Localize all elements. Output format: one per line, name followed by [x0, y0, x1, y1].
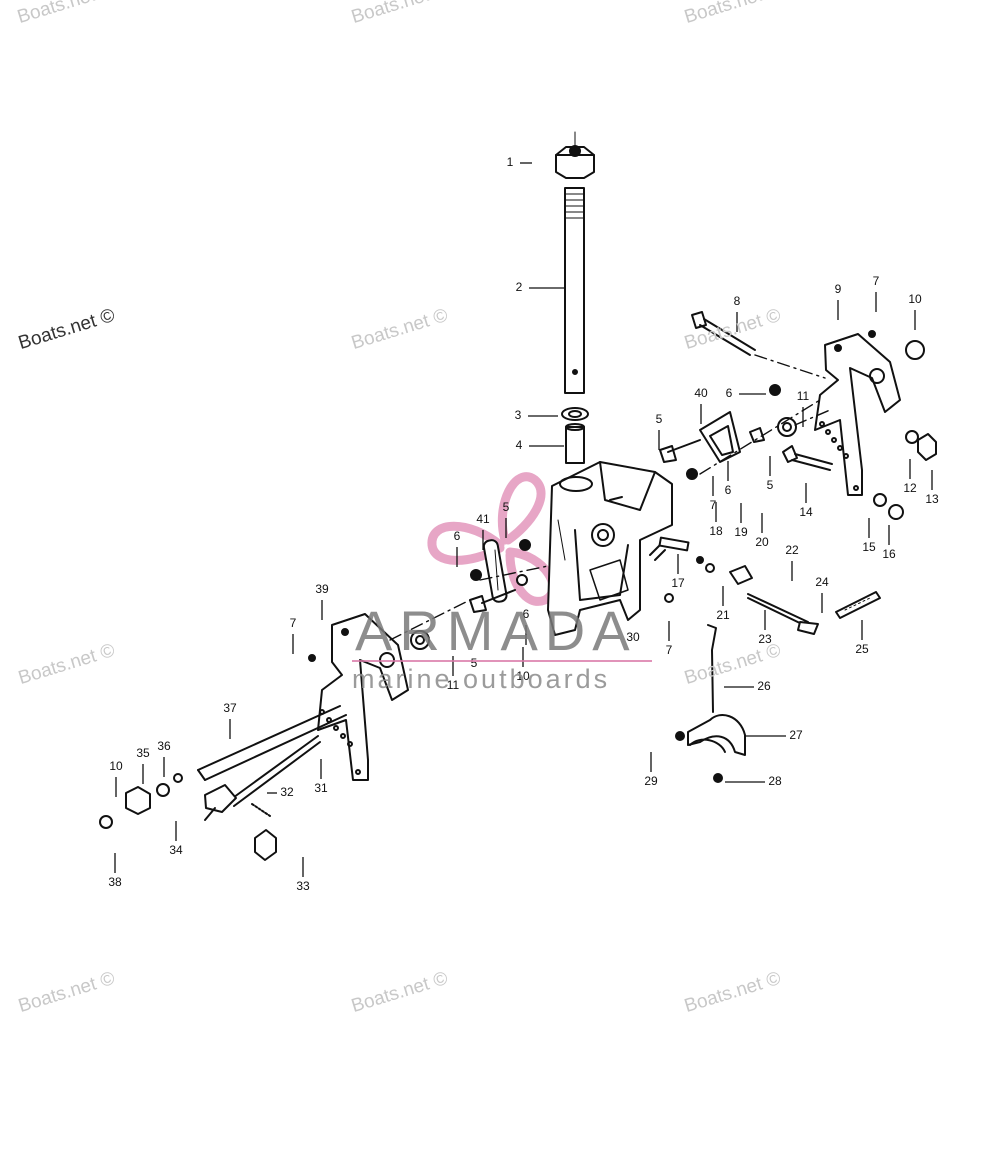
brand-name: ARMADA [355, 599, 637, 662]
callout-label: 28 [768, 774, 782, 788]
part-25-lever [747, 593, 819, 635]
callout-label: 7 [666, 643, 673, 657]
callout-label: 32 [280, 785, 294, 799]
callout-label: 35 [136, 746, 150, 760]
callout-label: 8 [734, 294, 741, 308]
callout-label: 29 [644, 774, 658, 788]
callout-label: 39 [315, 582, 329, 596]
callout-label: 5 [656, 412, 663, 426]
callout-label: 36 [157, 739, 171, 753]
part-10-nut-right [905, 340, 925, 360]
part-32-rod [229, 735, 319, 801]
brand-tagline: marine outboards [352, 664, 611, 694]
callout-label: 34 [169, 843, 183, 857]
part-28-clamp [687, 714, 746, 756]
callout-label: 21 [716, 608, 730, 622]
callout-label: 6 [725, 483, 732, 497]
part-3-washer [561, 407, 589, 421]
callout-label: 41 [476, 512, 490, 526]
callout-label: 13 [925, 492, 939, 506]
part-20-21-23-latch [696, 556, 753, 585]
part-34-block [254, 829, 277, 861]
part-38-tilt-tube [197, 705, 347, 781]
callout-label: 37 [223, 701, 237, 715]
callout-label: 7 [873, 274, 880, 288]
callout-label: 15 [862, 540, 876, 554]
callout-label: 3 [515, 408, 522, 422]
part-41-plate [699, 411, 741, 463]
part-10-nut-left [125, 786, 151, 815]
callout-label: 5 [471, 656, 478, 670]
brand-propeller-logo [427, 472, 558, 606]
callout-label: 16 [882, 547, 896, 561]
callout-label: 40 [694, 386, 708, 400]
callout-label: 5 [503, 500, 510, 514]
callout-label: 6 [726, 386, 733, 400]
part-42-link [482, 539, 508, 603]
callout-label: 10 [516, 669, 530, 683]
callout-label: 33 [296, 879, 310, 893]
callout-label: 18 [709, 524, 723, 538]
callout-label: 4 [516, 438, 523, 452]
callout-label: 23 [758, 632, 772, 646]
callout-label: 22 [785, 543, 799, 557]
part-26-plate [835, 591, 881, 619]
callout-label: 14 [799, 505, 813, 519]
part-1-nut [555, 131, 595, 179]
callout-label: 12 [903, 481, 917, 495]
part-35-yoke [204, 784, 237, 821]
callout-label: 26 [757, 679, 771, 693]
part-4-bushing [565, 423, 585, 464]
callout-label: 19 [734, 525, 748, 539]
callout-label: 7 [290, 616, 297, 630]
part-27-spring-wire [707, 624, 717, 713]
part-8-bolt [691, 311, 756, 356]
callout-label: 7 [710, 498, 717, 512]
callout-label: 38 [108, 875, 122, 889]
callout-label: 1 [507, 155, 514, 169]
part-31-swivel-bracket [547, 461, 673, 636]
callout-label: 6 [523, 607, 530, 621]
callout-label: 20 [755, 535, 769, 549]
callout-label: 25 [855, 642, 869, 656]
assembly-lines [389, 354, 831, 641]
part-5-bolts [469, 427, 765, 613]
callout-label: 9 [835, 282, 842, 296]
callout-label: 11 [447, 678, 460, 692]
part-9-clamp-bracket-starboard [814, 333, 901, 496]
callout-label: 27 [789, 728, 803, 742]
callout-label: 2 [516, 280, 523, 294]
brand-divider [352, 660, 652, 662]
small-hardware [99, 330, 937, 829]
part-14-bolt [782, 445, 833, 471]
callout-label: 10 [109, 759, 123, 773]
callout-label: 5 [767, 478, 774, 492]
callout-label: 11 [797, 389, 810, 403]
part-2-swivel-shaft [564, 187, 585, 394]
callout-label: 30 [626, 630, 640, 644]
part-33-pin [251, 803, 271, 817]
callout-label: 10 [908, 292, 922, 306]
callout-label: 6 [454, 529, 461, 543]
callout-label: 17 [671, 576, 685, 590]
callout-label: 24 [815, 575, 829, 589]
part-18-19-pins [649, 536, 690, 561]
callout-label: 31 [314, 781, 328, 795]
